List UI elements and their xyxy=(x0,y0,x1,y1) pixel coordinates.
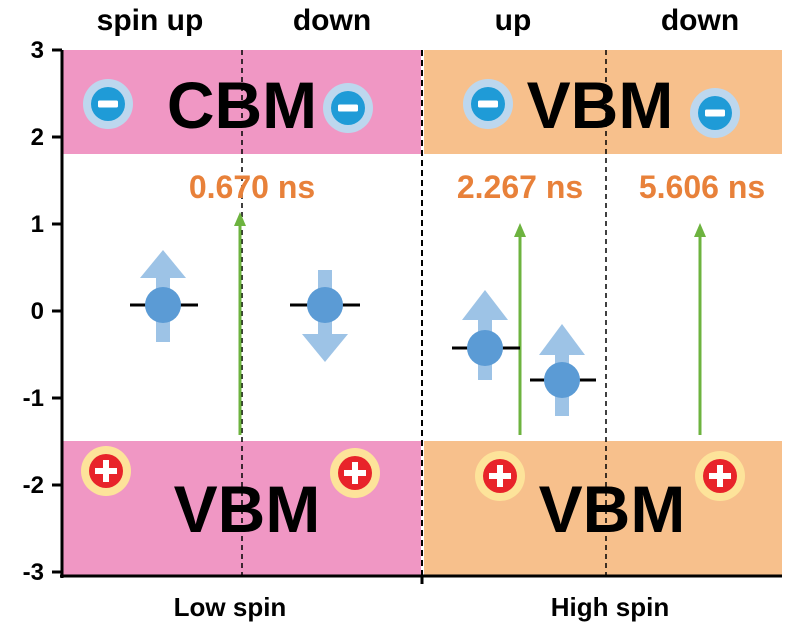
defect-level-high-spin-up-1 xyxy=(452,290,520,380)
y-tick-label: -2 xyxy=(23,472,44,499)
transition-arrow-high-spin-down xyxy=(694,223,706,435)
lifetime-low-spin: 0.670 ns xyxy=(189,169,315,205)
electron-icon xyxy=(463,79,513,129)
y-tick-label: 0 xyxy=(31,298,44,325)
hole-icon xyxy=(695,451,745,501)
defect-level-high-spin-up-2 xyxy=(530,324,596,416)
electron-icon xyxy=(690,88,740,138)
column-label-high-spin-down: down xyxy=(661,4,739,37)
y-axis-ticks xyxy=(52,48,62,574)
y-tick-label: -3 xyxy=(23,559,44,586)
y-tick-label: -1 xyxy=(23,385,44,412)
column-label-spin-up: spin up xyxy=(97,4,204,37)
low-spin-bottom-band-label: VBM xyxy=(174,472,321,546)
low-spin-top-band-label: CBM xyxy=(167,68,317,142)
hole-icon xyxy=(475,451,525,501)
transition-arrow-low-spin xyxy=(234,212,246,435)
lifetime-high-spin-up: 2.267 ns xyxy=(457,169,583,205)
defect-level-low-spin-down xyxy=(290,270,360,362)
defect-level-low-spin-up xyxy=(130,250,198,342)
electron-icon xyxy=(323,83,373,133)
high-spin-label: High spin xyxy=(551,592,669,622)
low-spin-label: Low spin xyxy=(174,592,287,622)
hole-icon xyxy=(81,446,131,496)
column-label-low-spin-down: down xyxy=(293,4,371,37)
y-tick-label: 1 xyxy=(31,211,44,238)
y-tick-label: 2 xyxy=(31,124,44,151)
column-label-high-spin-up: up xyxy=(495,4,532,37)
high-spin-top-band-label: VBM xyxy=(527,68,674,142)
hole-icon xyxy=(330,448,380,498)
electron-icon xyxy=(83,79,133,129)
lifetime-high-spin-down: 5.606 ns xyxy=(639,169,765,205)
high-spin-bottom-band-label: VBM xyxy=(539,472,686,546)
transition-arrow-high-spin-up xyxy=(514,223,526,435)
y-tick-label: 3 xyxy=(31,37,44,64)
